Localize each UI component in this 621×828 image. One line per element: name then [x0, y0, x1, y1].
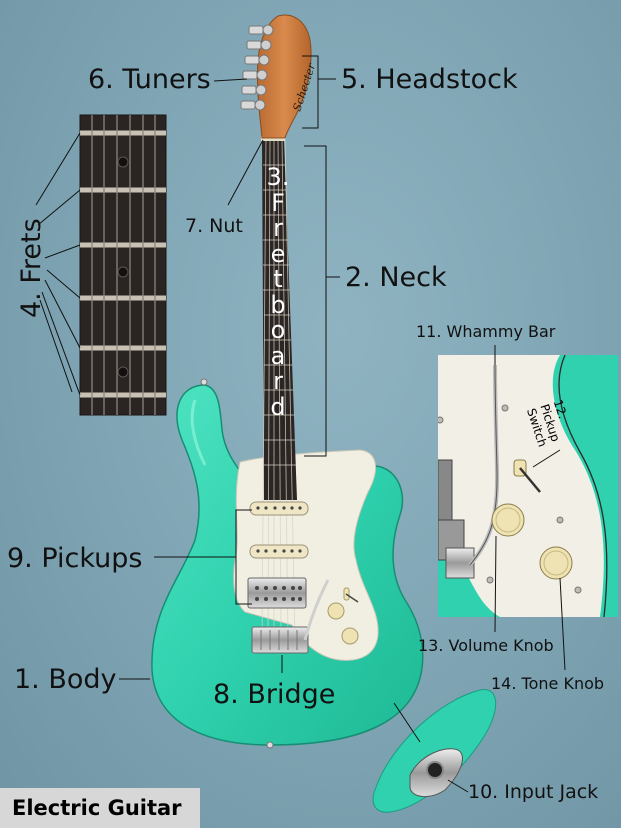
fretboard-letter: d [270, 392, 286, 421]
label-body: 1. Body [14, 664, 117, 695]
fretboard-letter: F [271, 188, 285, 217]
label-headstock: 5. Headstock [341, 64, 518, 95]
fretboard-letter: e [270, 239, 286, 268]
controls-closeup-inset [438, 355, 618, 617]
frets-closeup-inset [79, 114, 167, 416]
input-jack-closeup [372, 689, 497, 813]
label-whammy-bar: 11. Whammy Bar [416, 322, 556, 341]
label-tuners: 6. Tuners [88, 64, 211, 95]
fretboard-letter: b [270, 290, 286, 319]
fretboard-letter: a [270, 341, 286, 370]
fret-wires [80, 130, 166, 398]
bridge [251, 626, 309, 654]
fretboard-letter: o [270, 316, 286, 344]
guitar-neck [262, 140, 297, 500]
fretboard-letter: r [273, 367, 283, 395]
fretboard-number: 3. [266, 163, 290, 191]
inlay-dots [117, 156, 129, 378]
label-input-jack: 10. Input Jack [468, 781, 599, 803]
caption-badge: Electric Guitar [0, 788, 200, 828]
label-tone-knob: 14. Tone Knob [491, 674, 605, 693]
control-knobs [327, 587, 359, 645]
tuner-pegs [240, 24, 274, 111]
label-pickups: 9. Pickups [7, 543, 143, 574]
fretboard-letter: r [273, 214, 283, 242]
whammy-bar-main [303, 579, 330, 641]
label-neck: 2. Neck [345, 262, 447, 293]
leader-lines [119, 55, 566, 793]
label-frets: 4. Frets [16, 218, 47, 318]
pickups [247, 501, 309, 609]
label-volume-knob: 13. Volume Knob [418, 636, 554, 655]
label-fretboard: 3. F r e t b o a r d [265, 163, 291, 421]
inset-strings [91, 115, 156, 415]
frets-pointer-lines [35, 132, 81, 396]
label-nut: 7. Nut [185, 215, 243, 237]
label-bridge: 8. Bridge [213, 679, 336, 710]
fretboard-frets [263, 164, 296, 466]
fretboard-letter: t [273, 265, 283, 293]
